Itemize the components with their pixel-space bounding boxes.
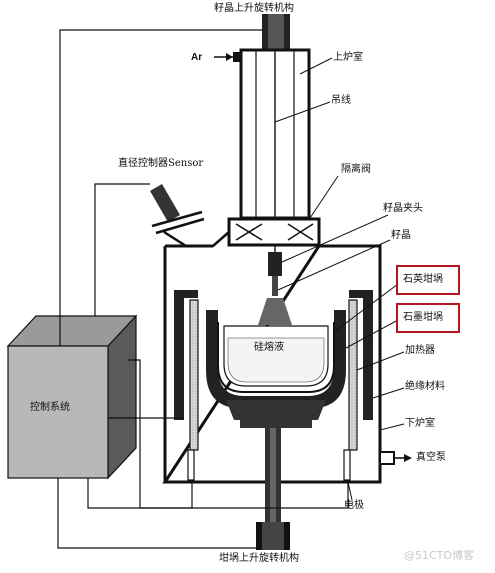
label-heater: 加热器	[405, 345, 435, 356]
insulation-left	[174, 290, 198, 420]
diameter-sensor	[150, 184, 230, 248]
ar-inlet	[214, 52, 241, 62]
label-electrode: 电极	[344, 500, 364, 511]
control-wires	[57, 29, 349, 549]
label-insulation: 绝缘材料	[405, 381, 445, 392]
seed-chuck	[258, 252, 292, 325]
crucible-shaft	[265, 428, 281, 523]
control-system-box	[6, 314, 138, 480]
label-seed-lift: 籽晶上升旋转机构	[214, 3, 294, 14]
label-upper-chamber: 上炉室	[333, 52, 363, 63]
heater-right	[348, 299, 358, 451]
highlight-quartz-crucible	[396, 265, 460, 295]
isolation-valve	[227, 217, 321, 247]
label-quartz-crucible: 石英坩埚	[403, 274, 443, 285]
electrode-left	[187, 449, 195, 481]
seed-lift-mechanism	[262, 14, 290, 50]
label-graphite-crucible: 石墨坩埚	[403, 312, 443, 323]
lower-chamber	[162, 244, 412, 484]
insulation-right	[349, 290, 373, 420]
crucible-lift-mechanism	[256, 522, 290, 550]
electrode-right	[343, 449, 351, 481]
label-lower-chamber: 下炉室	[405, 418, 435, 429]
watermark: @51CTO博客	[404, 549, 475, 562]
label-seed-chuck: 籽晶夹头	[383, 203, 423, 214]
graphite-crucible	[206, 310, 346, 428]
heater-left	[189, 299, 199, 451]
label-isolation-valve: 隔离阀	[341, 164, 371, 175]
label-vacuum-pump: 真空泵	[416, 452, 446, 463]
label-melt: 硅熔液	[254, 342, 284, 353]
silicon-melt	[227, 337, 325, 383]
label-crucible-lift: 坩埚上升旋转机构	[219, 553, 299, 564]
highlight-graphite-crucible	[396, 303, 460, 333]
label-control-system: 控制系统	[30, 402, 70, 413]
label-ar: Ar	[191, 52, 203, 63]
label-diameter-sensor: 直径控制器Sensor	[118, 158, 204, 169]
label-seed: 籽晶	[391, 230, 411, 241]
label-wire: 吊线	[331, 95, 351, 106]
leader-lines	[274, 57, 405, 501]
